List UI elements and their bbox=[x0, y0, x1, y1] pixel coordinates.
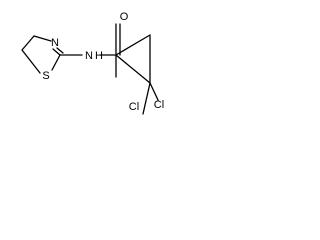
bond-ring-ch2-n bbox=[33, 35, 52, 42]
ring-sulfur-label: S bbox=[42, 70, 49, 82]
bond-c1-c2 bbox=[115, 34, 151, 56]
ring-nitrogen-label: N bbox=[51, 37, 59, 49]
bond-ring-c-n-single bbox=[52, 48, 61, 56]
carbonyl-oxygen-label: O bbox=[120, 11, 129, 23]
bond-ring-ch2-ch2 bbox=[21, 35, 35, 51]
chlorine-1-label: Cl bbox=[154, 99, 164, 111]
bond-ring-s-ch2 bbox=[21, 49, 41, 74]
bond-c3-cl1 bbox=[149, 82, 159, 101]
bond-c3-cl2 bbox=[142, 82, 151, 115]
bond-c1-c3 bbox=[115, 54, 151, 84]
amide-nitrogen-label: N bbox=[85, 50, 93, 62]
bond-ring-c-s bbox=[51, 54, 61, 71]
thiazoline-ring bbox=[21, 35, 64, 74]
bond-ring-c-n-double bbox=[56, 47, 64, 54]
cyclopropane-ring bbox=[115, 34, 159, 115]
amide-hydrogen-label: H bbox=[95, 50, 103, 62]
chlorine-2-label: Cl bbox=[129, 101, 139, 113]
amide-linkage bbox=[59, 23, 121, 56]
structure-diagram: N S N H O Cl Cl bbox=[21, 11, 164, 115]
